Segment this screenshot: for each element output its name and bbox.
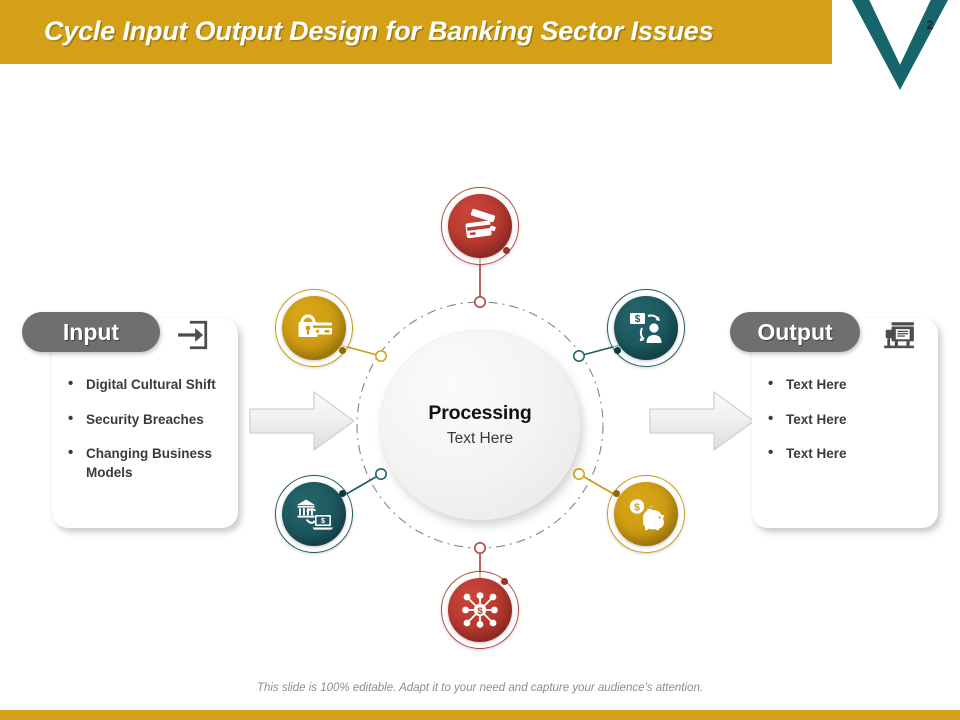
hub-subtitle: Text Here <box>446 430 514 447</box>
list-item: Text Here <box>766 374 930 395</box>
connector-ring-lower-left <box>374 467 387 480</box>
node-piggy-bank[interactable]: $ <box>607 475 685 553</box>
credit-cards-icon <box>465 208 496 239</box>
flow-arrow-left <box>249 390 356 452</box>
input-panel: Input Digital Cultural Shift Security Br… <box>22 312 238 528</box>
login-arrow-icon <box>178 320 208 350</box>
svg-text:$: $ <box>635 314 641 325</box>
input-bullet-list: Digital Cultural Shift Security Breaches… <box>52 374 238 499</box>
output-bullet-list: Text Here Text Here Text Here <box>752 374 938 480</box>
list-item: Changing Business Models <box>66 443 230 482</box>
list-item: Text Here <box>766 443 930 464</box>
node-disc <box>282 482 346 546</box>
node-stud <box>503 247 510 254</box>
connector-ring-lower-right <box>572 467 585 480</box>
secure-payment-icon <box>298 314 332 337</box>
printer-icon <box>884 322 914 349</box>
node-network-hub[interactable]: $ <box>441 571 519 649</box>
node-online-banking[interactable]: $ <box>275 475 353 553</box>
svg-text:$: $ <box>634 502 640 514</box>
money-transfer-icon: $ <box>630 313 662 343</box>
node-stud <box>339 490 346 497</box>
network-hub-icon: $ <box>462 592 498 628</box>
node-stud <box>614 347 621 354</box>
node-credit-cards[interactable] <box>441 187 519 265</box>
input-label-pill: Input <box>22 312 160 352</box>
node-stud <box>501 578 508 585</box>
connector-ring-bottom <box>473 541 486 554</box>
page-number-badge: 2 <box>926 18 934 32</box>
piggy-bank-icon: $ <box>629 499 665 531</box>
corner-decoration: 2 <box>832 0 960 92</box>
hub-title: Processing <box>428 402 532 424</box>
flow-arrow-right <box>649 390 756 452</box>
list-item: Digital Cultural Shift <box>66 374 230 395</box>
node-stud <box>339 347 346 354</box>
node-secure-payment[interactable] <box>275 289 353 367</box>
svg-text:$: $ <box>321 516 326 525</box>
processing-hub: Processing Text Here <box>380 330 580 520</box>
output-label-pill: Output <box>730 312 860 352</box>
node-stud <box>613 490 620 497</box>
online-banking-icon: $ <box>297 499 333 530</box>
page-title: Cycle Input Output Design for Banking Se… <box>44 16 714 46</box>
connector-ring-upper-left <box>374 349 387 362</box>
header-bar <box>0 0 960 64</box>
connector-ring-upper-right <box>572 349 585 362</box>
output-panel: Output Text Here Text Here <box>730 312 938 528</box>
node-disc <box>614 296 678 360</box>
connector-ring-top <box>473 295 486 308</box>
footer-bar <box>0 710 960 720</box>
list-item: Security Breaches <box>66 409 230 430</box>
svg-text:$: $ <box>477 606 483 617</box>
list-item: Text Here <box>766 409 930 430</box>
node-money-transfer[interactable]: $ <box>607 289 685 367</box>
footer-note: This slide is 100% editable. Adapt it to… <box>256 682 704 694</box>
